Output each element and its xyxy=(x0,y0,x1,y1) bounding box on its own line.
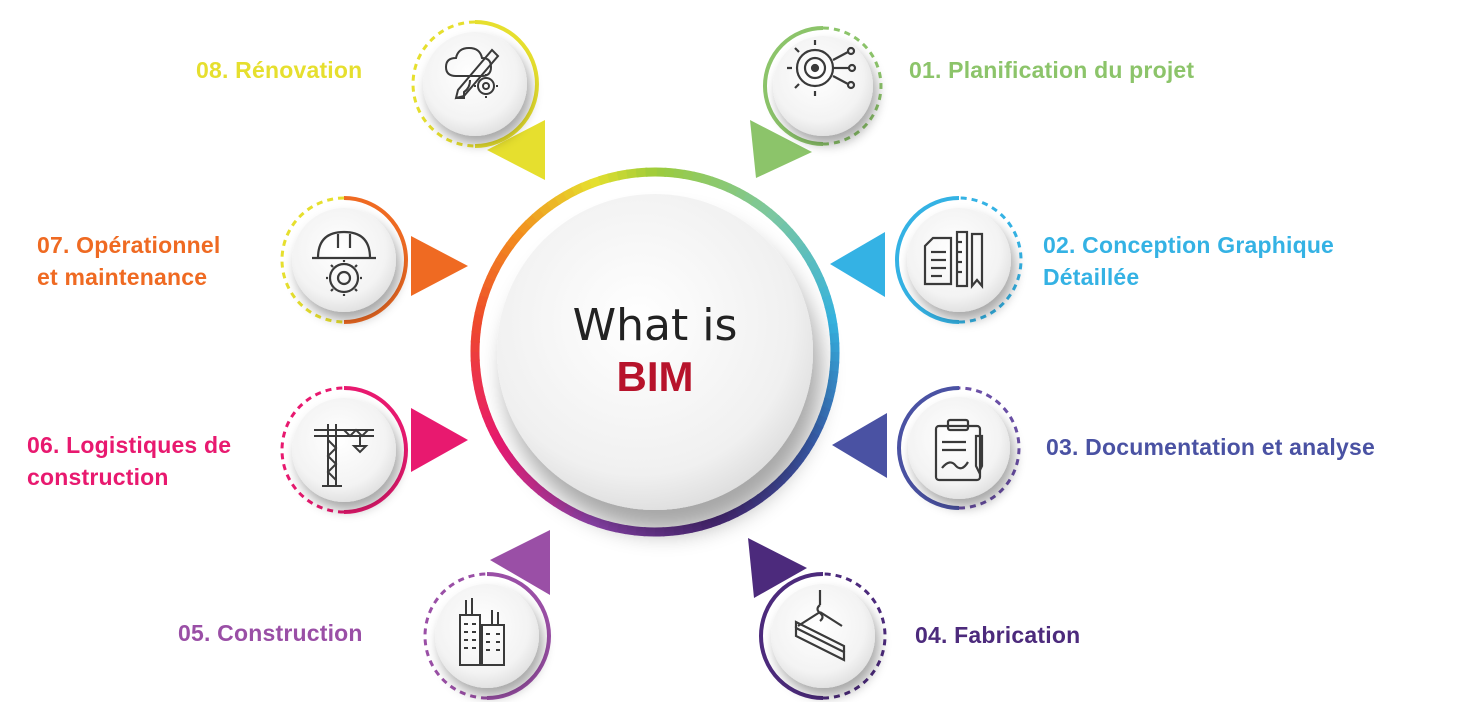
step-07-icon-badge xyxy=(280,196,408,324)
step-02-label-line2: Détaillée xyxy=(1043,264,1140,290)
pointer-07 xyxy=(411,236,468,296)
cloud-pencil-gear-icon xyxy=(444,46,500,100)
tower-crane-icon xyxy=(314,424,374,487)
step-02-icon-badge xyxy=(895,196,1023,324)
step-01-label: 01. Planification du projet xyxy=(909,54,1194,86)
center-title: What is BIM xyxy=(495,300,815,402)
step-04-label-line1: 04. Fabrication xyxy=(915,622,1081,648)
step-05-icon-badge xyxy=(423,572,551,700)
center-disc xyxy=(497,194,813,510)
step-02-label-line1: 02. Conception Graphique xyxy=(1043,232,1335,258)
step-08-label-line1: 08. Rénovation xyxy=(196,57,363,83)
pointer-02 xyxy=(830,232,885,297)
step-05-label: 05. Construction xyxy=(178,617,363,649)
pointer-04 xyxy=(748,538,807,598)
step-04-icon-badge xyxy=(759,572,887,700)
step-02-label: 02. Conception Graphique Détaillée xyxy=(1043,229,1334,293)
blueprint-ruler-icon xyxy=(923,230,984,290)
step-07-label: 07. Opérationnel et maintenance xyxy=(37,229,220,293)
step-08-icon-badge xyxy=(411,20,539,148)
gear-network-icon xyxy=(787,40,857,96)
hardhat-gear-icon xyxy=(312,230,376,296)
pointer-03 xyxy=(832,413,887,478)
step-06-label-line1: 06. Logistiques de xyxy=(27,432,232,458)
steel-beam-hook-icon xyxy=(794,590,846,662)
step-07-label-line2: et maintenance xyxy=(37,264,208,290)
center-title-line2: BIM xyxy=(616,353,694,400)
step-06-icon-badge xyxy=(280,386,408,514)
step-04-label: 04. Fabrication xyxy=(915,619,1080,651)
step-03-icon-badge xyxy=(897,386,1021,510)
step-08-label: 08. Rénovation xyxy=(196,54,362,86)
step-03-label-line1: 03. Documentation et analyse xyxy=(1046,434,1375,460)
step-03-label: 03. Documentation et analyse xyxy=(1046,431,1375,463)
pointer-06 xyxy=(411,408,468,472)
step-06-label-line2: construction xyxy=(27,464,169,490)
step-01-label-line1: 01. Planification du projet xyxy=(909,57,1195,83)
buildings-icon xyxy=(459,598,505,666)
center-title-line1: What is xyxy=(572,300,738,351)
pointer-08 xyxy=(487,120,545,180)
step-01-icon-badge xyxy=(763,26,883,146)
pointer-05 xyxy=(490,530,550,595)
step-05-label-line1: 05. Construction xyxy=(178,620,363,646)
clipboard-pencil-icon xyxy=(934,418,984,482)
pointer-01 xyxy=(750,120,812,178)
center-rainbow-ring xyxy=(470,167,840,537)
step-07-label-line1: 07. Opérationnel xyxy=(37,232,221,258)
step-06-label: 06. Logistiques de construction xyxy=(27,429,231,493)
